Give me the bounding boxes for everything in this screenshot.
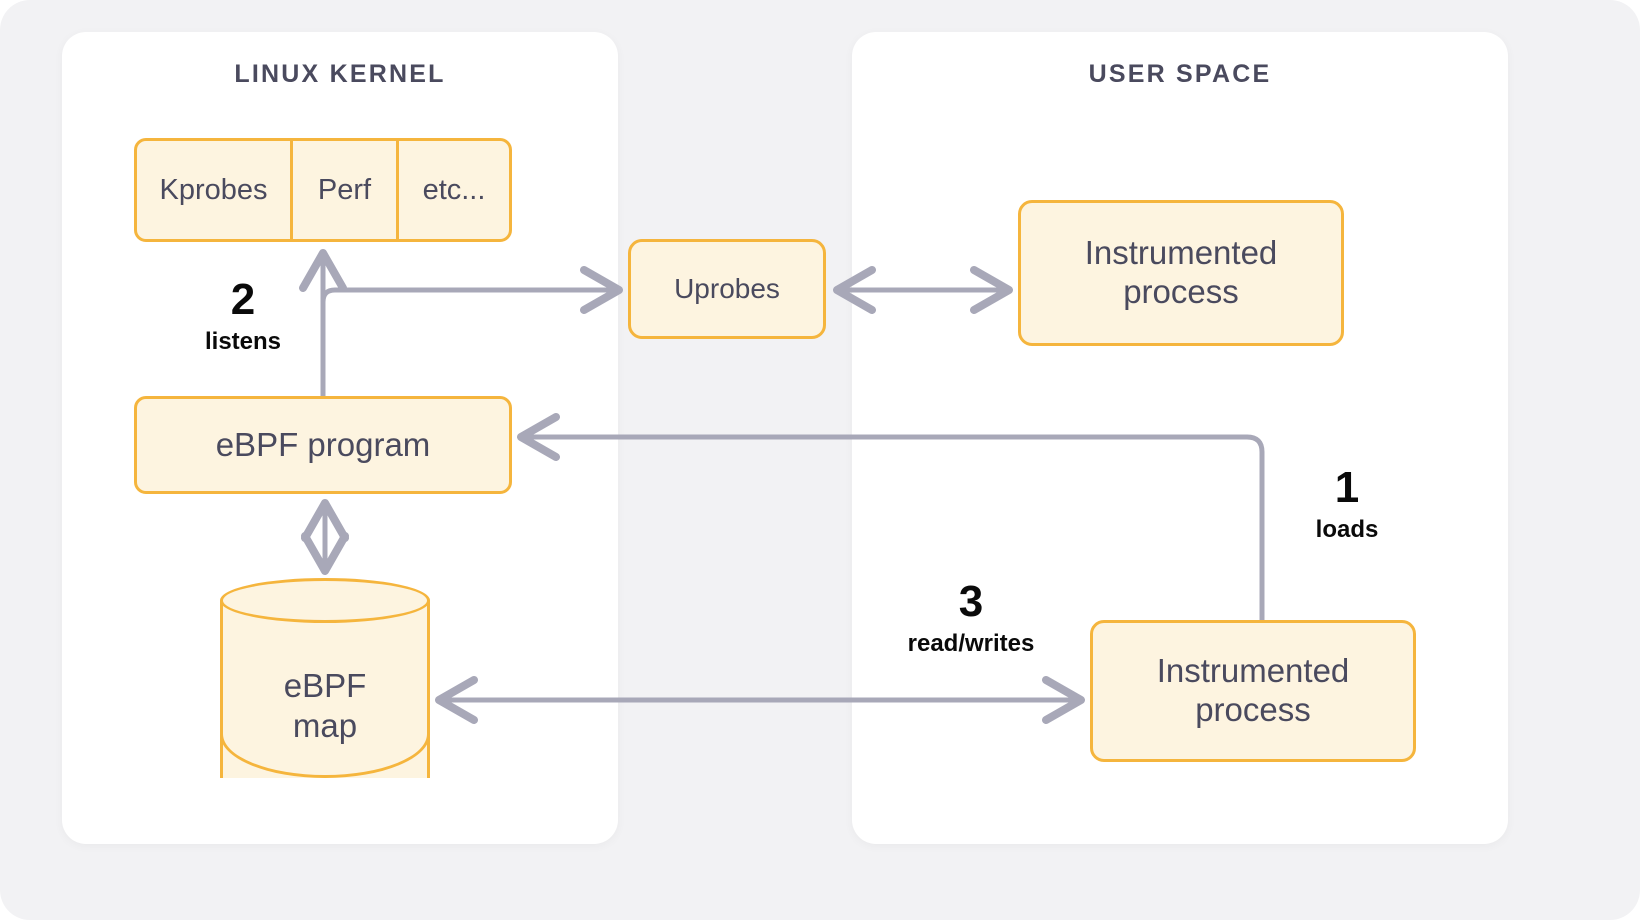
node-instrumented-process-top-line1: Instrumented	[1084, 234, 1278, 272]
probe-cell-perf[interactable]: Perf	[293, 141, 399, 239]
node-instrumented-process-bottom[interactable]: Instrumented process	[1090, 620, 1416, 762]
node-ebpf-map-line1: eBPF	[283, 667, 367, 705]
step-number-1: 1	[1334, 463, 1360, 512]
probe-strip[interactable]: Kprobes Perf etc...	[134, 138, 512, 242]
step-caption-read-writes: read/writes	[907, 630, 1035, 657]
node-ebpf-program-label: eBPF program	[215, 425, 431, 463]
node-instrumented-process-top[interactable]: Instrumented process	[1018, 200, 1344, 346]
node-instrumented-process-bottom-line1: Instrumented	[1156, 652, 1350, 690]
step-label-listens: 2 listens	[178, 278, 308, 357]
node-ebpf-map-label: eBPF map	[220, 634, 430, 778]
step-caption-loads: loads	[1315, 516, 1379, 543]
node-ebpf-map-line2: map	[292, 707, 358, 744]
node-instrumented-process-top-line2: process	[1123, 273, 1239, 310]
step-label-read-writes: 3 read/writes	[878, 580, 1064, 659]
cylinder-top-ellipse	[220, 578, 430, 623]
probe-cell-etc[interactable]: etc...	[422, 173, 486, 206]
node-instrumented-process-bottom-line2: process	[1195, 691, 1311, 728]
node-ebpf-map[interactable]: eBPF map	[220, 578, 430, 800]
panel-title-linux-kernel: LINUX KERNEL	[234, 60, 446, 88]
node-ebpf-program[interactable]: eBPF program	[134, 396, 512, 494]
probe-cell-kprobes[interactable]: Kprobes	[137, 141, 293, 239]
node-uprobes-label: Uprobes	[674, 273, 780, 305]
step-label-loads: 1 loads	[1292, 466, 1402, 545]
step-number-3: 3	[958, 577, 984, 626]
step-number-2: 2	[230, 275, 256, 324]
step-caption-listens: listens	[204, 328, 282, 355]
panel-title-user-space: USER SPACE	[1088, 60, 1272, 88]
node-uprobes[interactable]: Uprobes	[628, 239, 826, 339]
